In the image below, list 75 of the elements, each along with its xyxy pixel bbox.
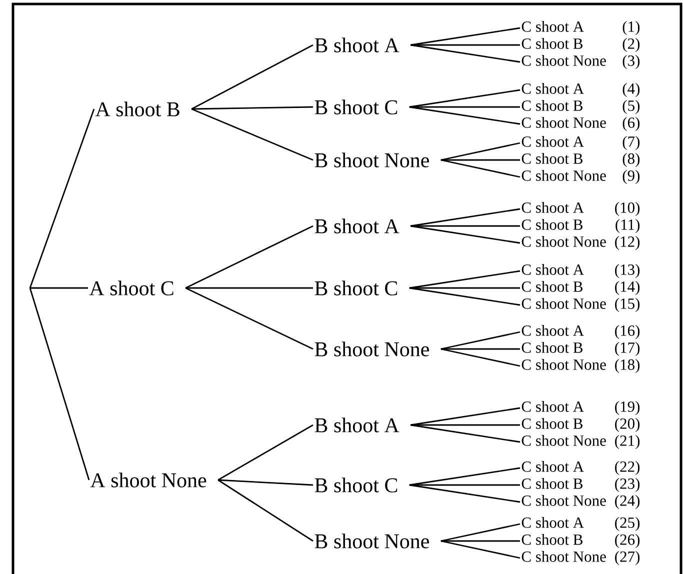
outcome-label: C shoot B (17) <box>522 342 640 356</box>
outcome-label: C shoot None (9) <box>522 170 640 184</box>
tree-branch <box>191 44 314 110</box>
outcome-label: C shoot None (24) <box>522 494 640 510</box>
outcome-label: C shoot None (18) <box>522 358 640 374</box>
tree-branch <box>409 467 520 486</box>
outcome-label: C shoot A (10) <box>522 202 640 216</box>
outcome-label: C shoot B (8) <box>522 152 640 168</box>
outcome-label: C shoot A (4) <box>522 82 640 98</box>
outcome-label: C shoot B (5) <box>522 100 640 114</box>
tree-branch <box>410 225 520 244</box>
tree-branch <box>409 89 520 108</box>
outcome-label: C shoot None (12) <box>522 236 640 250</box>
tree-branch <box>440 523 520 542</box>
outcome-label: C shoot A (19) <box>522 400 640 416</box>
tree-branch <box>410 407 520 426</box>
outcome-label: C shoot B (11) <box>522 218 640 234</box>
branch-label: B shoot None <box>314 342 429 356</box>
outcome-label: C shoot A (13) <box>522 264 640 278</box>
branch-label: A shoot C <box>89 280 174 296</box>
branch-label: B shoot C <box>314 100 398 114</box>
tree-branch <box>440 331 520 350</box>
branch-label: A shoot B <box>95 102 180 116</box>
tree-branch <box>192 106 314 110</box>
tree-branch <box>410 208 520 227</box>
tree-branch <box>410 44 520 63</box>
branch-label: A shoot None <box>90 472 206 488</box>
tree-branch <box>29 288 90 480</box>
tree-branch <box>218 424 314 481</box>
tree-branch <box>410 225 520 227</box>
tree-branch <box>440 540 520 542</box>
outcome-label: C shoot None (27) <box>522 550 640 566</box>
tree-branch <box>440 142 520 161</box>
tree-branch <box>185 287 314 350</box>
tree-branch <box>440 159 520 178</box>
outcome-label: C shoot B (2) <box>522 38 640 52</box>
tree-branch <box>29 108 95 288</box>
outcome-label: C shoot B (20) <box>522 418 640 432</box>
branch-label: B shoot A <box>314 38 400 52</box>
tree-branch <box>185 225 314 289</box>
tree-branch <box>409 106 520 125</box>
tree-branch <box>410 27 520 46</box>
tree-branch <box>440 348 520 350</box>
branch-label: B shoot C <box>314 280 398 296</box>
outcome-label: C shoot A (7) <box>522 136 640 150</box>
tree-branch <box>218 479 314 542</box>
outcome-label: C shoot B (14) <box>522 280 640 296</box>
outcome-label: C shoot None (3) <box>522 54 640 70</box>
branch-label: B shoot None <box>314 152 429 168</box>
branch-label: B shoot C <box>314 478 398 492</box>
branch-label: B shoot A <box>314 418 400 432</box>
tree-branch <box>440 540 520 559</box>
outcome-label: C shoot None (6) <box>522 116 640 132</box>
tree-branch <box>218 479 314 486</box>
outcome-label: C shoot A (22) <box>522 460 640 476</box>
tree-branch <box>409 287 520 306</box>
branch-label: B shoot None <box>314 534 429 548</box>
branch-label: B shoot A <box>314 218 400 234</box>
outcome-label: C shoot B (26) <box>522 534 640 548</box>
tree-branch <box>409 484 520 503</box>
tree-branch <box>410 44 520 46</box>
tree-branch <box>191 108 314 161</box>
tree-branch <box>409 270 520 289</box>
tree-branch <box>410 424 520 443</box>
outcome-label: C shoot A (1) <box>522 20 640 36</box>
tree-branch <box>410 424 520 426</box>
outcome-label: C shoot A (16) <box>522 324 640 340</box>
outcome-label: C shoot None (15) <box>522 298 640 312</box>
tree-branch <box>440 348 520 367</box>
outcome-label: C shoot B (23) <box>522 478 640 492</box>
tree-branch <box>440 159 520 161</box>
tree-branch <box>186 287 313 289</box>
tree-branch <box>30 287 88 289</box>
outcome-label: C shoot A (25) <box>522 516 640 532</box>
outcome-label: C shoot None (21) <box>522 434 640 450</box>
